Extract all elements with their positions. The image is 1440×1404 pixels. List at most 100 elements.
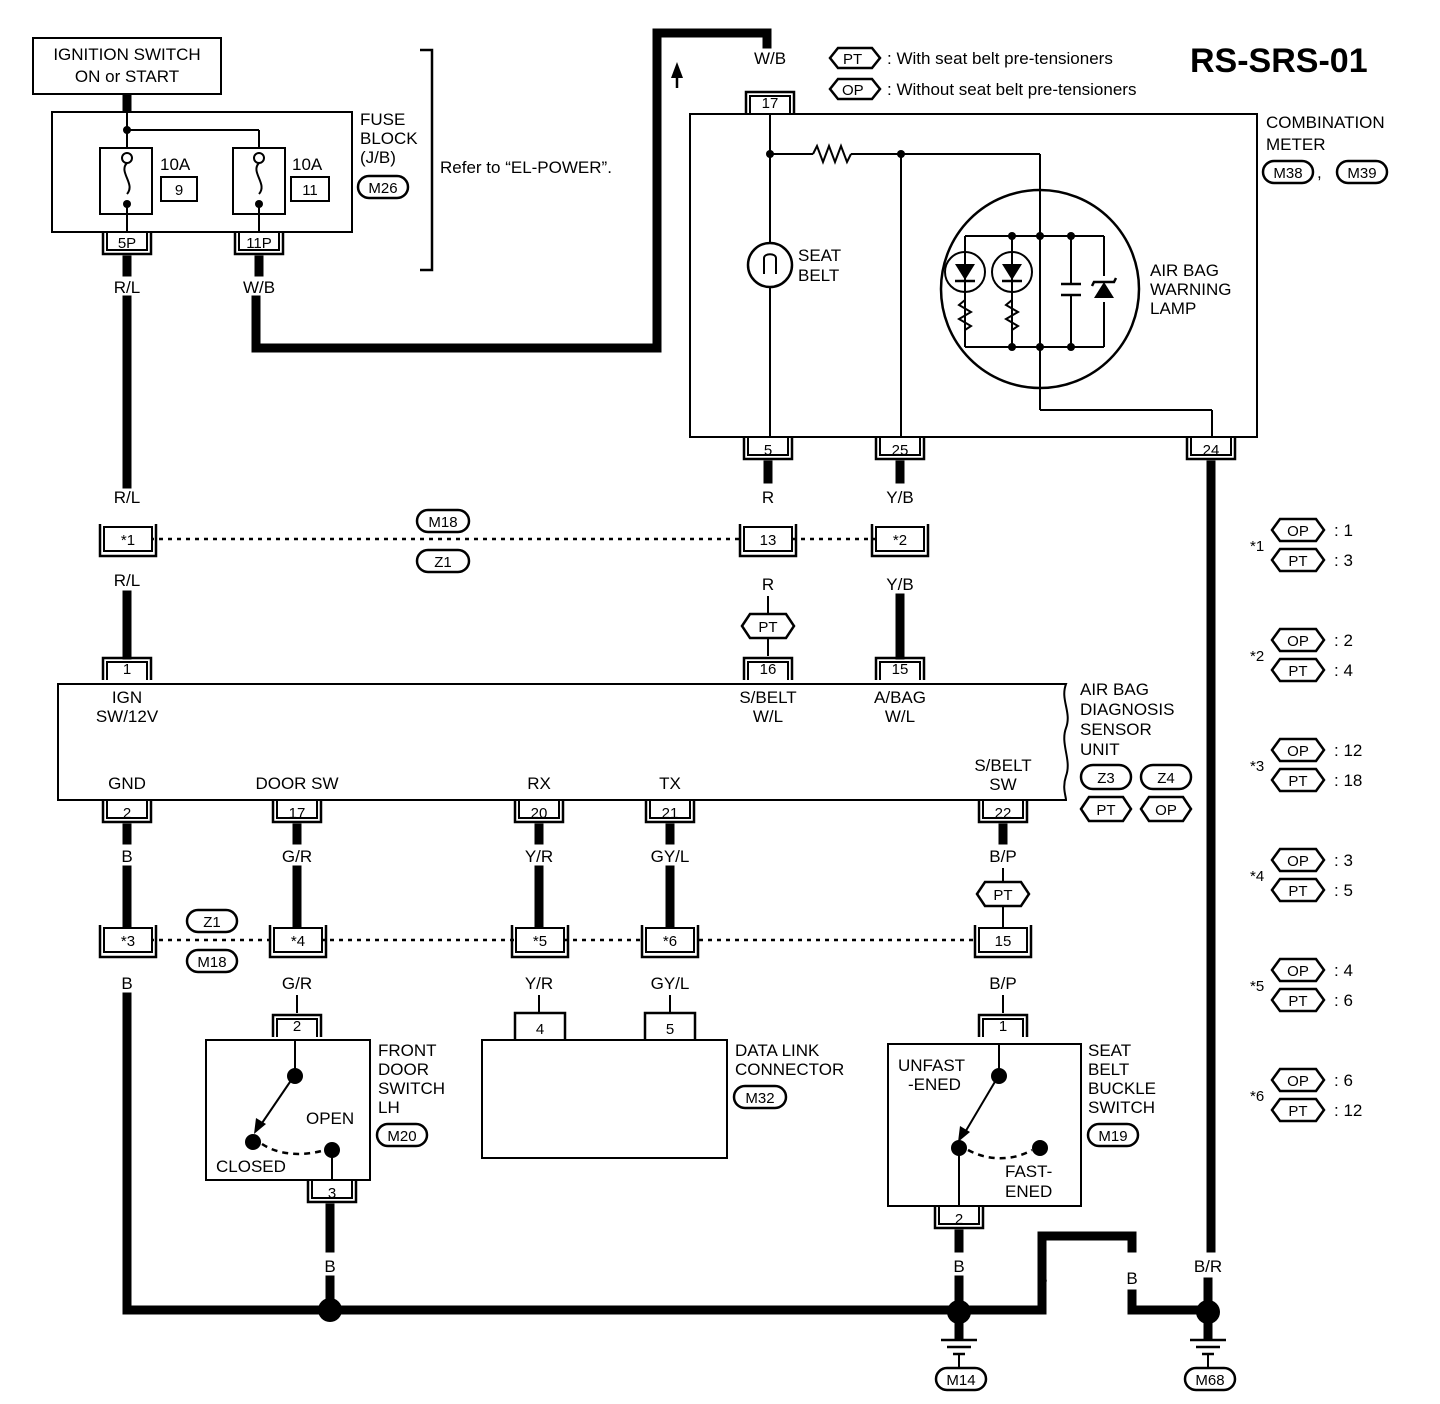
- fuse-11-number: 11: [302, 182, 318, 199]
- sensor-line1: AIR BAG: [1080, 680, 1149, 699]
- meter-line2: METER: [1266, 135, 1326, 154]
- ground-m14: M14: [946, 1372, 975, 1389]
- ignition-line1: IGNITION SWITCH: [53, 45, 200, 64]
- note-4: *4 OP : 3 PT : 5: [1250, 847, 1353, 903]
- svg-text:*5: *5: [1250, 978, 1264, 995]
- dlc-line1: DATA LINK: [735, 1041, 820, 1060]
- wire-yr-2: Y/R: [525, 974, 553, 993]
- wire-gr-1: G/R: [282, 847, 312, 866]
- inline-4-mark: *4: [291, 933, 305, 950]
- door-line3: SWITCH: [378, 1079, 445, 1098]
- splice-m68: [1196, 1300, 1220, 1324]
- meter-pin-25: 25: [892, 442, 909, 459]
- fuse-block-line2: BLOCK: [360, 129, 418, 148]
- svg-text:OP: OP: [1287, 743, 1309, 760]
- ignition-switch-box: [32, 37, 222, 95]
- fuse-block-line3: (J/B): [360, 148, 396, 167]
- buckle-unfast-2: -ENED: [908, 1075, 961, 1094]
- sensor-rx: RX: [527, 774, 551, 793]
- sensor-conn-z3: Z3: [1097, 770, 1115, 787]
- svg-text:: 1: : 1: [1334, 521, 1353, 540]
- wire-br: B/R: [1194, 1257, 1222, 1276]
- notes-table: *1 OP : 1 PT : 3 *2 OP : 2 PT : 4 *3 OP …: [1250, 517, 1362, 1123]
- refer-el-power: Refer to “EL-POWER”.: [440, 158, 612, 177]
- sensor-tag-op: OP: [1155, 802, 1177, 819]
- buckle-pin-2: 2: [955, 1211, 963, 1228]
- inline2-conn-z1: Z1: [203, 914, 221, 931]
- svg-text:*4: *4: [1250, 868, 1264, 885]
- note-1: *1 OP : 1 PT : 3: [1250, 517, 1353, 573]
- sensor-sbelt-1: S/BELT: [739, 688, 796, 707]
- inline-13-mark: 13: [760, 532, 777, 549]
- sensor-unit-box: [57, 683, 1069, 801]
- svg-text:PT: PT: [1288, 883, 1307, 900]
- lamp-line1: AIR BAG: [1150, 261, 1219, 280]
- meter-pin-5: 5: [764, 442, 772, 459]
- ground-m14-icon: [941, 1338, 977, 1356]
- wire-bp-2: B/P: [989, 974, 1016, 993]
- wire-rl-2: R/L: [114, 488, 140, 507]
- page-title: RS-SRS-01: [1190, 42, 1368, 80]
- ignition-line2: ON or START: [75, 67, 179, 86]
- wire-bp-1: B/P: [989, 847, 1016, 866]
- inline-1-mark: *1: [121, 532, 135, 549]
- sensor-line3: SENSOR: [1080, 720, 1152, 739]
- door-pin-2: 2: [293, 1018, 301, 1035]
- inline1-conn-m18: M18: [428, 514, 457, 531]
- svg-text:*2: *2: [1250, 648, 1264, 665]
- inline-connector-4: [268, 925, 328, 959]
- svg-text:PT: PT: [1288, 663, 1307, 680]
- sensor-ign-1: IGN: [112, 688, 142, 707]
- seat-belt-buckle-switch-box: [887, 1043, 1082, 1207]
- door-line2: DOOR: [378, 1060, 429, 1079]
- svg-text:: 12: : 12: [1334, 1101, 1362, 1120]
- door-line4: LH: [378, 1098, 400, 1117]
- arrow-up-icon: [671, 62, 683, 78]
- wire-b-2: B: [121, 974, 132, 993]
- sensor-abag-2: W/L: [885, 707, 915, 726]
- sensor-sbelt-2: W/L: [753, 707, 783, 726]
- meter-pin-24: 24: [1203, 442, 1220, 459]
- op-legend-text: : Without seat belt pre-tensioners: [887, 80, 1136, 99]
- wire-b-door: B: [324, 1257, 335, 1276]
- sensor-sbsw-1: S/BELT: [974, 756, 1031, 775]
- ground-m68-icon: [1190, 1338, 1226, 1356]
- pt-tag-sbelt-text: PT: [758, 619, 777, 636]
- lamp-line2: WARNING: [1150, 280, 1232, 299]
- sensor-sbsw-2: SW: [989, 775, 1016, 794]
- note-5: *5 OP : 4 PT : 6: [1250, 957, 1353, 1013]
- sensor-pin-16: 16: [760, 661, 777, 678]
- wire-b-jumper-1: B: [1036, 1269, 1047, 1288]
- svg-text:: 18: : 18: [1334, 771, 1362, 790]
- op-tag-text: OP: [842, 82, 864, 99]
- inline-5-mark: *5: [533, 933, 547, 950]
- wire-r-mid: R: [762, 575, 774, 594]
- svg-text:: 3: : 3: [1334, 851, 1353, 870]
- wire-wb-meter: W/B: [754, 49, 786, 68]
- inline-connector-6: [640, 925, 700, 959]
- sensor-pin-21: 21: [662, 805, 679, 822]
- op-tag-shape: [828, 77, 882, 101]
- buckle-line3: BUCKLE: [1088, 1079, 1156, 1098]
- buckle-pin-1: 1: [999, 1018, 1007, 1035]
- buckle-unfast-1: UNFAST: [898, 1056, 965, 1075]
- dlc-connector: M32: [745, 1090, 774, 1107]
- inline1-conn-z1: Z1: [434, 554, 452, 571]
- led-1-icon: [944, 251, 986, 293]
- inline-connector-5: [510, 925, 570, 959]
- sensor-ign-2: SW/12V: [96, 707, 159, 726]
- ground-m68: M68: [1195, 1372, 1224, 1389]
- svg-text:*3: *3: [1250, 758, 1264, 775]
- inline-connector-3: [98, 925, 158, 959]
- combination-meter-box: [689, 113, 1258, 438]
- pt-tag-shape: [828, 46, 882, 70]
- pt-legend-text: : With seat belt pre-tensioners: [887, 49, 1113, 68]
- front-door-switch-box: [205, 1039, 371, 1181]
- fuse-9-number: 9: [175, 182, 183, 199]
- svg-text:: 5: : 5: [1334, 881, 1353, 900]
- wire-gyl-2: GY/L: [651, 974, 690, 993]
- splice-m14: [947, 1300, 971, 1324]
- inline-3-mark: *3: [121, 933, 135, 950]
- led-2-icon: [991, 251, 1033, 293]
- wire-gr-2: G/R: [282, 974, 312, 993]
